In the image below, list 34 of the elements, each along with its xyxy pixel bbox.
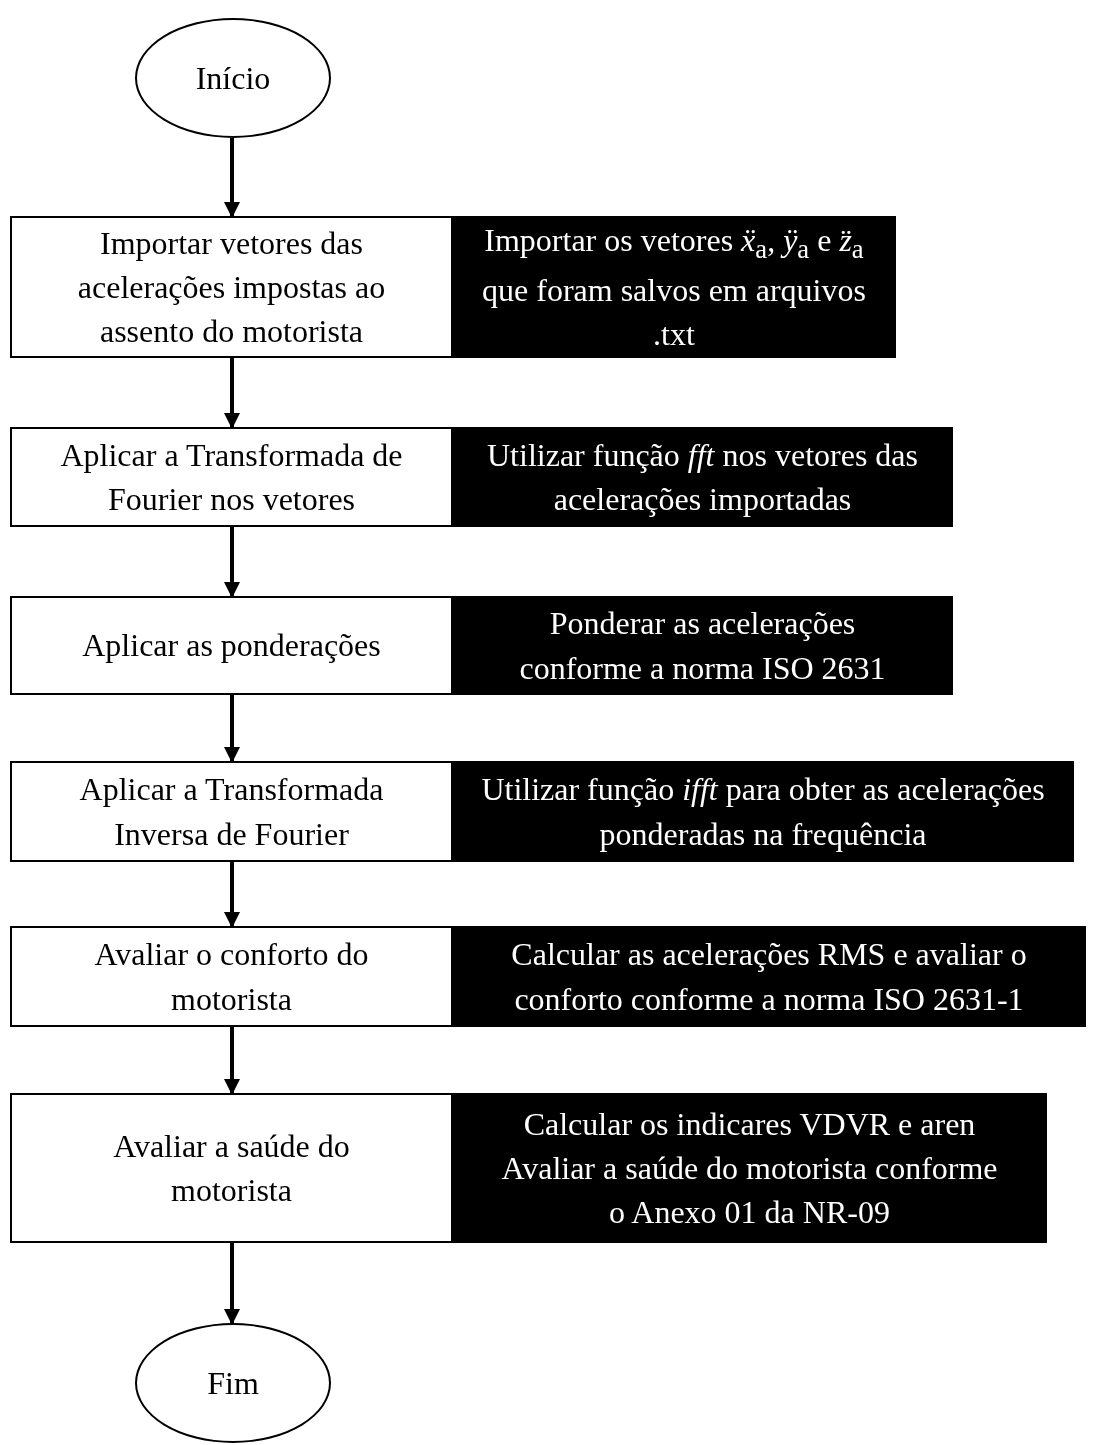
step-text: Aplicar a Transformada de Fourier nos vetores [59, 435, 404, 519]
note-text: Ponderar as acelerações conforme a norma ISO 2631 [518, 604, 887, 688]
step-text: Importar vetores das acelerações impostas ao assento do motorista [76, 223, 387, 352]
step-text: Avaliar o conforto do motorista [93, 935, 370, 1019]
arrow [224, 1027, 240, 1095]
arrow [224, 695, 240, 763]
step-text: Aplicar a Transformada Inversa de Fourier [78, 770, 385, 854]
arrow [224, 138, 240, 218]
note-text: Importar os vetores ẍ$_{a}$, ÿ$_{a}$ e z̈$_{a}$ que foram salvos em arquivos .txt [481, 220, 867, 355]
note-box [452, 1093, 1047, 1243]
process-box [10, 926, 453, 1027]
process-box [10, 1093, 453, 1243]
step-text: Aplicar as ponderações [82, 626, 381, 666]
process-box [10, 596, 453, 695]
note-text: Utilizar função fft nos vetores das acelerações importadas [486, 435, 919, 519]
note-text: Utilizar função ifft para obter as acelerações ponderadas na frequência [480, 770, 1046, 854]
note-text: Calcular as acelerações RMS e avaliar o conforto conforme a norma ISO 2631-1 [510, 935, 1028, 1019]
process-box [10, 427, 453, 527]
note-box [452, 596, 953, 695]
step-text: Avaliar a saúde do motorista [112, 1126, 351, 1210]
terminal-label: Início [195, 58, 271, 98]
arrow [224, 1243, 240, 1325]
note-box [452, 216, 896, 358]
note-box [452, 427, 953, 527]
note-text: Calcular os indicares VDVR e aren [523, 1104, 976, 1144]
note-box [452, 761, 1074, 862]
process-box [10, 216, 453, 358]
terminal-label: Fim [207, 1363, 259, 1403]
note-text: Avaliar a saúde do motorista conforme o Anexo 01 da NR-09 [500, 1148, 999, 1233]
arrow [224, 862, 240, 928]
arrow [224, 358, 240, 429]
arrow [224, 527, 240, 598]
process-box [10, 761, 453, 862]
note-box [452, 926, 1086, 1027]
